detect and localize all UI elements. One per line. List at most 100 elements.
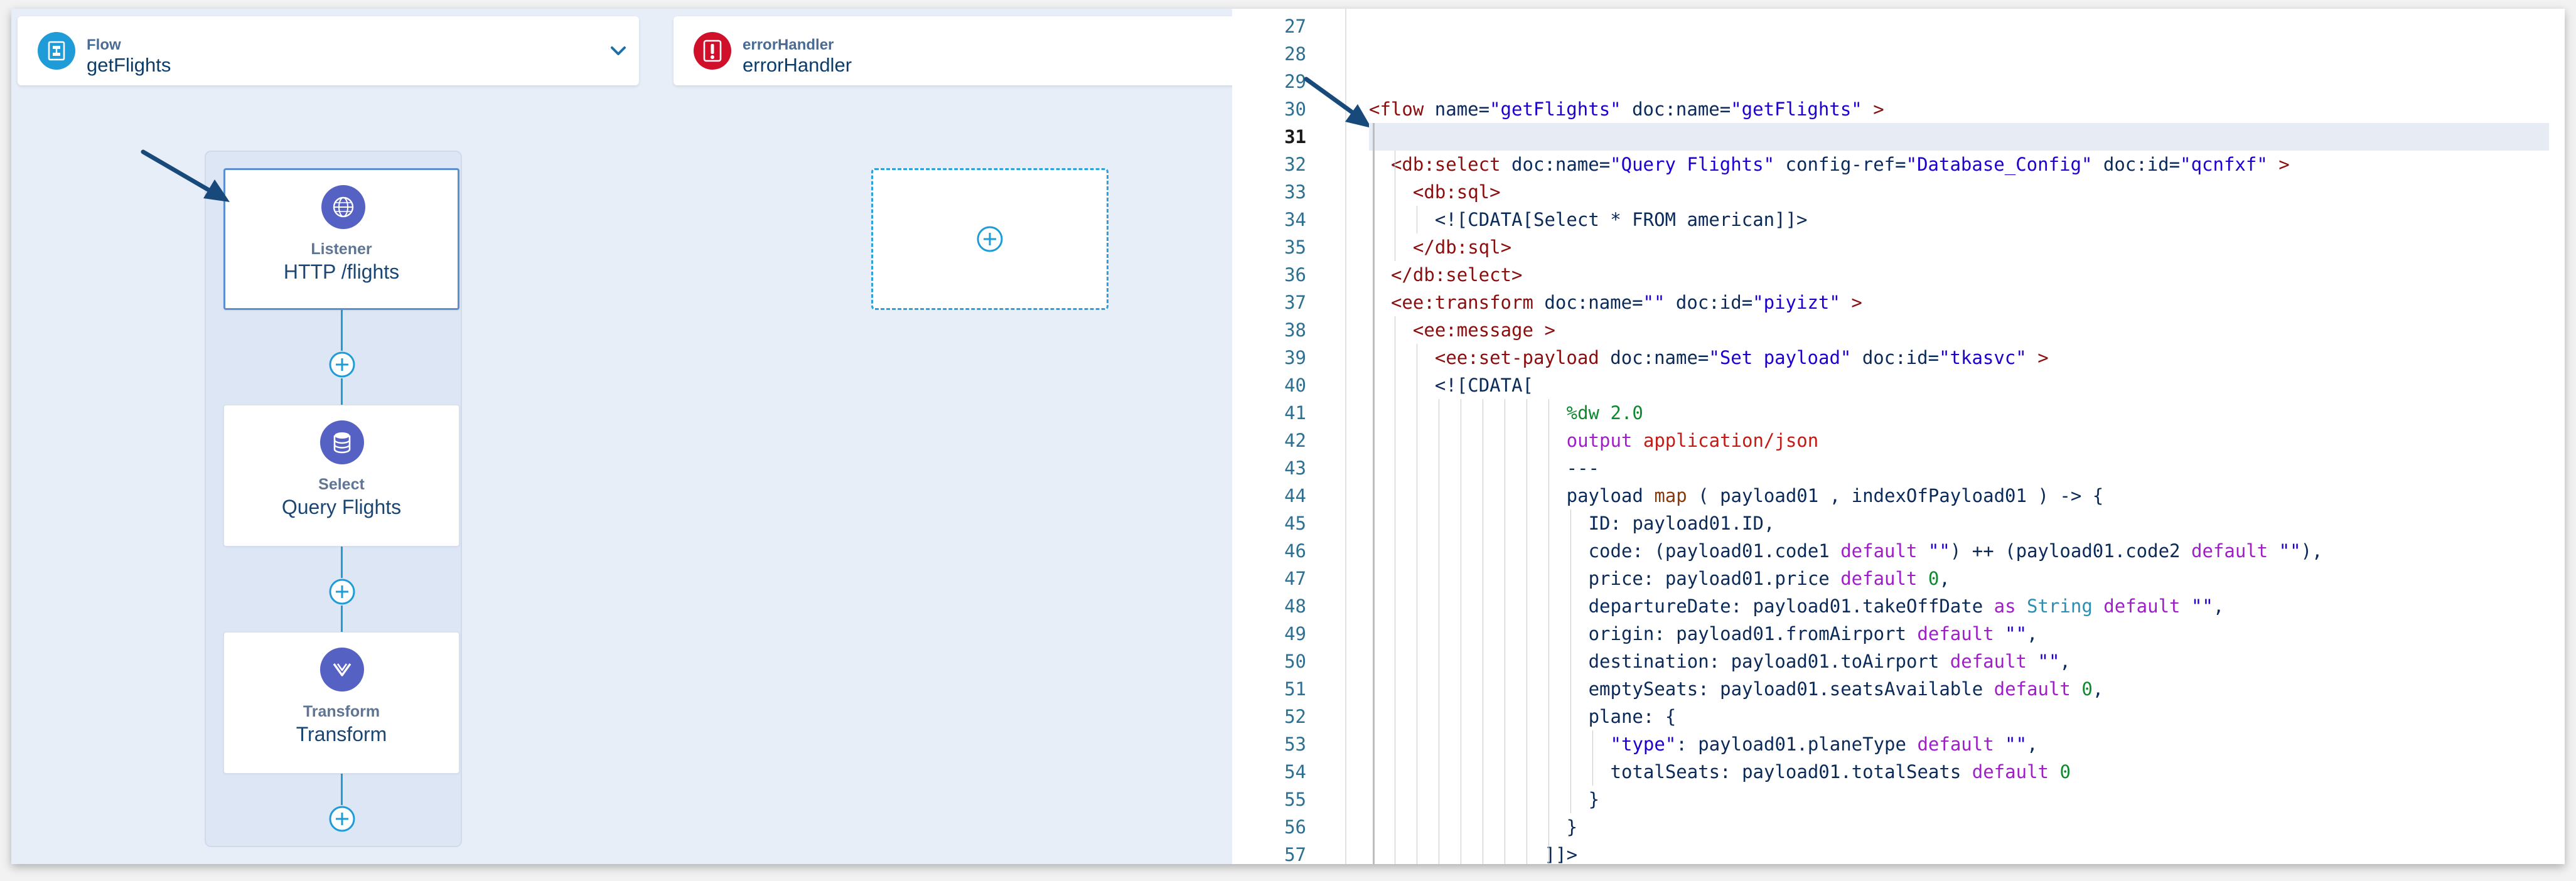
- line-number: 51: [1284, 678, 1306, 700]
- line-number: 38: [1284, 319, 1306, 341]
- plus-circle-icon[interactable]: [328, 805, 356, 833]
- indent-guide: [1592, 730, 1593, 786]
- code-line: emptySeats: payload01.seatsAvailable def…: [1588, 678, 2104, 700]
- line-number: 36: [1284, 264, 1306, 286]
- line-number: 55: [1284, 789, 1306, 810]
- node-name: Transform: [296, 723, 387, 745]
- line-number: 37: [1284, 292, 1306, 313]
- node-listener[interactable]: Listener HTTP /flights: [223, 168, 459, 310]
- line-number: 44: [1284, 485, 1306, 506]
- line-number: 43: [1284, 457, 1306, 479]
- node-select[interactable]: Select Query Flights: [223, 405, 459, 547]
- plus-circle-icon[interactable]: [976, 225, 1004, 253]
- line-number: 54: [1284, 761, 1306, 782]
- flow-icon: [38, 32, 75, 70]
- line-number: 27: [1284, 16, 1306, 37]
- line-number: 49: [1284, 623, 1306, 644]
- chevron-down-icon[interactable]: [608, 44, 629, 59]
- code-line: <![CDATA[: [1434, 375, 1534, 396]
- connector-line: [341, 606, 343, 632]
- code-line: plane: {: [1588, 706, 1677, 727]
- line-number: 28: [1284, 43, 1306, 65]
- transform-icon: [320, 648, 364, 691]
- code-line: code: (payload01.code1 default "") ++ (p…: [1588, 540, 2323, 562]
- indent-guide: [1570, 510, 1571, 813]
- line-number: 50: [1284, 651, 1306, 672]
- code-line: </db:sql>: [1412, 237, 1512, 258]
- line-number: 48: [1284, 595, 1306, 617]
- indent-guide: [1373, 123, 1375, 864]
- line-number: 46: [1284, 540, 1306, 562]
- line-number: 32: [1284, 154, 1306, 175]
- line-number: 56: [1284, 816, 1306, 838]
- flow-header-getflights[interactable]: Flow getFlights: [18, 16, 639, 85]
- code-line: <db:select doc:name="Query Flights" conf…: [1390, 154, 2290, 175]
- annotation-arrow-icon: [141, 149, 230, 202]
- line-number: 42: [1284, 430, 1306, 451]
- app-frame: Flow getFlights errorHandler errorHandle…: [11, 9, 2565, 864]
- code-line: ]]>: [1544, 844, 1578, 864]
- line-number: 34: [1284, 209, 1306, 230]
- code-line: departureDate: payload01.takeOffDate as …: [1588, 595, 2224, 617]
- node-type-label: Select: [318, 476, 365, 493]
- globe-icon: [321, 185, 365, 229]
- code-line: totalSeats: payload01.totalSeats default…: [1610, 761, 2071, 782]
- plus-circle-icon[interactable]: [328, 351, 356, 378]
- line-number: 47: [1284, 568, 1306, 589]
- line-number: 52: [1284, 706, 1306, 727]
- code-line: <ee:transform doc:name="" doc:id="piyizt…: [1390, 292, 1862, 313]
- errorhandler-name: errorHandler: [743, 54, 852, 76]
- plus-circle-icon[interactable]: [328, 578, 356, 606]
- line-number: 31: [1284, 126, 1306, 147]
- code-line: }: [1588, 789, 1600, 810]
- connector-line: [341, 308, 343, 351]
- line-number: 45: [1284, 513, 1306, 534]
- code-line: <db:sql>: [1412, 181, 1501, 203]
- code-line: destination: payload01.toAirport default…: [1588, 651, 2071, 672]
- code-line: <flow name="getFlights" doc:name="getFli…: [1369, 99, 1884, 120]
- line-number: 29: [1284, 71, 1306, 92]
- code-line: ---: [1566, 457, 1600, 479]
- line-number: 39: [1284, 347, 1306, 368]
- connector-line: [341, 378, 343, 405]
- error-handler-dropzone[interactable]: [871, 168, 1108, 310]
- code-line: %dw 2.0: [1566, 402, 1643, 424]
- code-line: output application/json: [1566, 430, 1819, 451]
- flow-name: getFlights: [87, 54, 171, 76]
- annotation-arrow-icon: [1304, 77, 1371, 128]
- code-line: "type": payload01.planeType default "",: [1610, 734, 2038, 755]
- code-line: payload map ( payload01 , indexOfPayload…: [1566, 485, 2104, 506]
- code-line: <ee:set-payload doc:name="Set payload" d…: [1434, 347, 2049, 368]
- code-line: origin: payload01.fromAirport default ""…: [1588, 623, 2038, 644]
- error-handler-icon: [694, 32, 731, 70]
- line-number: 33: [1284, 181, 1306, 203]
- line-number: 41: [1284, 402, 1306, 424]
- xml-code-editor[interactable]: 27 28 29 30 31 32 33 34 35 36 37 38 39 40 41 42 43 44 45 46…: [1232, 9, 2565, 864]
- indent-guide: [1548, 399, 1549, 864]
- node-name: HTTP /flights: [283, 260, 400, 283]
- flow-header-errorhandler[interactable]: errorHandler errorHandler: [674, 16, 1238, 85]
- errorhandler-type-label: errorHandler: [743, 36, 834, 53]
- code-line: </db:select>: [1390, 264, 1523, 286]
- flow-type-label: Flow: [87, 36, 121, 53]
- line-number-gutter: 27 28 29 30 31 32 33 34 35 36 37 38 39 40 41 42 43 44 45 46…: [1232, 9, 1345, 864]
- code-line: }: [1566, 816, 1578, 838]
- code-line: price: payload01.price default 0,: [1588, 568, 1950, 589]
- code-line: ID: payload01.ID,: [1588, 513, 1775, 534]
- node-type-label: Transform: [303, 703, 380, 720]
- line-number: 53: [1284, 734, 1306, 755]
- database-icon: [320, 420, 364, 464]
- gutter-divider: [1345, 9, 1346, 864]
- line-number: 35: [1284, 237, 1306, 258]
- node-type-label: Listener: [311, 240, 372, 258]
- connector-line: [341, 547, 343, 578]
- flow-canvas: Flow getFlights errorHandler errorHandle…: [11, 9, 1238, 864]
- line-number: 57: [1284, 844, 1306, 864]
- line-number: 30: [1284, 99, 1306, 120]
- current-line-highlight: [1369, 123, 2549, 151]
- line-number: 40: [1284, 375, 1306, 396]
- connector-line: [341, 774, 343, 805]
- node-transform[interactable]: Transform Transform: [223, 632, 459, 774]
- node-name: Query Flights: [281, 496, 402, 518]
- code-line: <ee:message >: [1412, 319, 1555, 341]
